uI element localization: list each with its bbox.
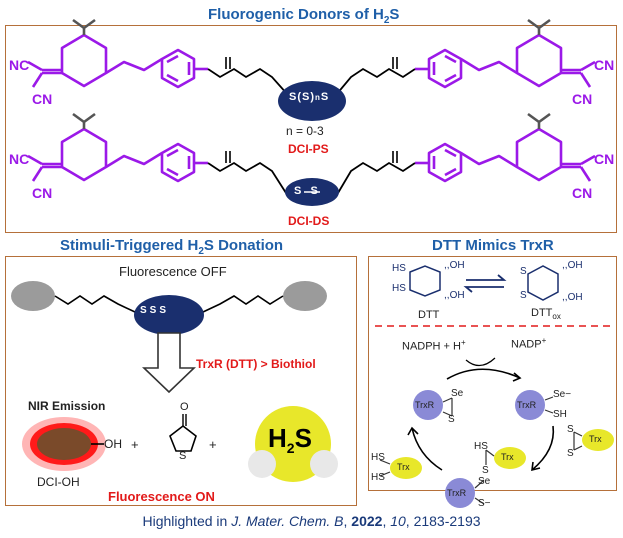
trx-s-1: S xyxy=(567,424,574,435)
dci-ps-right-linker xyxy=(335,67,416,96)
dci-ds-right-linker xyxy=(337,161,416,194)
dtt-oh-2: ,,OH xyxy=(444,290,465,301)
dttox-s-2: S xyxy=(520,290,527,301)
trxr-oxidized xyxy=(413,390,443,420)
hs-label-trx-1: HS xyxy=(371,452,385,463)
trx-label-3: Trx xyxy=(397,462,410,472)
left-fluorophore-blob xyxy=(11,281,55,311)
dttox-label: DTTox xyxy=(531,307,561,322)
se-label-1: Se xyxy=(451,388,464,399)
sh-label-1: SH xyxy=(553,409,567,420)
reaction-arrow xyxy=(142,332,196,394)
nadph-label: NADPH + H+ xyxy=(402,338,466,353)
cn-label-ps-right-top: CN xyxy=(594,57,615,73)
s-label-bound: S xyxy=(482,465,489,476)
trxr-intermediate xyxy=(445,478,475,508)
fluorescence-on-label: Fluorescence ON xyxy=(108,489,215,504)
trx-s-2: S xyxy=(567,448,574,459)
nc-label-ps-top: NC xyxy=(9,57,30,73)
polysulfide-core xyxy=(278,81,346,121)
right-fluorophore-blob xyxy=(283,281,327,311)
h2s-label: H2S xyxy=(268,423,312,457)
cycle-arrow-left xyxy=(411,427,443,471)
left-disulfide-text: SSS xyxy=(140,305,170,316)
dtt-ring xyxy=(409,265,441,297)
dtt-label: DTT xyxy=(418,309,440,321)
dtt-oh-1: ,,OH xyxy=(444,260,465,271)
right-panel-title: DTT Mimics TrxR xyxy=(432,237,554,254)
dci-oh-blob xyxy=(37,428,91,460)
dtt-hs-1: HS xyxy=(392,263,406,274)
equilibrium-arrow-forward xyxy=(466,274,507,281)
thiocarbonate-s: S xyxy=(179,450,187,462)
left-panel xyxy=(5,256,357,506)
cn-label-ds-right-top: CN xyxy=(594,151,615,167)
se-label-bound: Se xyxy=(478,476,491,487)
hs-label-bound: HS xyxy=(474,441,488,452)
s-minus-label: S− xyxy=(478,498,491,509)
s-label-1: S xyxy=(448,414,455,425)
trx-label-1: Trx xyxy=(589,434,602,444)
dci-ds-name: DCI-DS xyxy=(288,214,330,228)
dci-ps-left-linker xyxy=(207,67,289,96)
se-minus-label: Se− xyxy=(553,389,572,400)
plus-2: + xyxy=(209,437,217,452)
top-panel-title: Fluorogenic Donors of H2S xyxy=(208,6,400,26)
dttox-oh-1: ,,OH xyxy=(562,260,583,271)
cn-label-ps-right-bottom: CN xyxy=(572,91,593,107)
citation-caption: Highlighted in J. Mater. Chem. B, 2022, … xyxy=(142,513,481,529)
dtt-hs-2: HS xyxy=(392,283,406,294)
dci-ds-left-linker xyxy=(207,161,287,194)
oh-label: OH xyxy=(104,437,122,451)
polysulfide-label: S(S)nS xyxy=(289,91,330,103)
disulfide-label: S S xyxy=(294,185,318,197)
trx-label-2: Trx xyxy=(501,452,514,462)
left-disulfide-core xyxy=(134,295,204,335)
trx-reduced xyxy=(390,457,422,479)
trx-bound xyxy=(494,447,526,469)
thiocarbonate-o: O xyxy=(180,401,189,413)
dttox-s-1: S xyxy=(520,266,527,277)
cyclic-thiocarbonate xyxy=(169,424,197,452)
right-panel xyxy=(368,256,617,491)
cycle-arrow-top xyxy=(446,368,521,380)
fluorescence-off-label: Fluorescence OFF xyxy=(119,264,227,279)
dci-ps-name: DCI-PS xyxy=(288,142,329,156)
top-panel xyxy=(5,25,617,233)
dttox-ring xyxy=(527,265,559,301)
trigger-label: TrxR (DTT) > Biothiol xyxy=(196,357,316,371)
cycle-arrow-right xyxy=(531,425,555,471)
hs-label-trx-2: HS xyxy=(371,472,385,483)
dci-oh-label: DCI-OH xyxy=(37,475,80,489)
nadp-label: NADP+ xyxy=(511,336,547,351)
nc-label-ds-top: NC xyxy=(9,151,30,167)
cn-label-ps-bottom: CN xyxy=(32,91,53,107)
trxr-label-3: TrxR xyxy=(447,488,467,498)
plus-1: + xyxy=(131,437,139,452)
trxr-label-1: TrxR xyxy=(415,400,435,410)
dttox-oh-2: ,,OH xyxy=(562,292,583,303)
left-panel-title: Stimuli-Triggered H2S Donation xyxy=(60,237,284,257)
equilibrium-arrow-back xyxy=(463,286,504,293)
cn-label-ds-bottom: CN xyxy=(32,185,53,201)
trxr-reduced xyxy=(515,390,545,420)
n-range: n = 0-3 xyxy=(286,124,324,138)
nir-emission-label: NIR Emission xyxy=(28,399,106,413)
cn-label-ds-right-bottom: CN xyxy=(572,185,593,201)
trx-oxidized xyxy=(582,429,614,451)
trxr-label-2: TrxR xyxy=(517,400,537,410)
